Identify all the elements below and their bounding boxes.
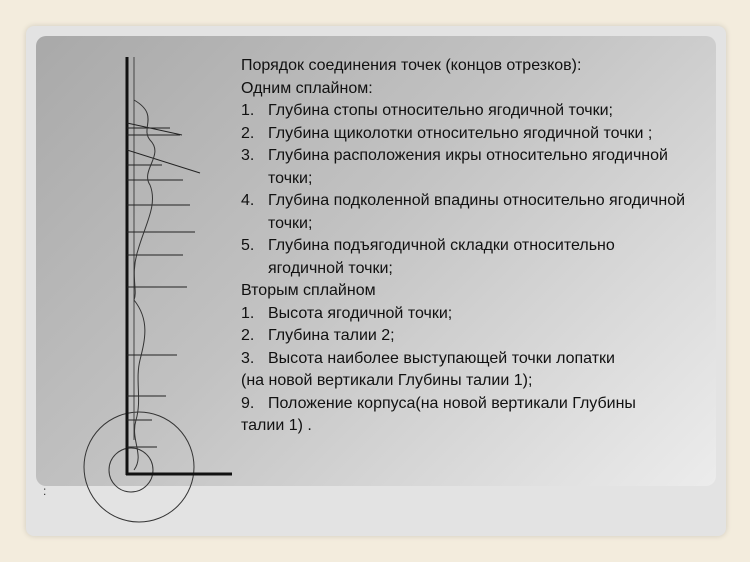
list-item: 2.Глубина щиколотки относительно ягодичн… xyxy=(241,124,653,142)
list-item-continuation: ягодичной точки; xyxy=(268,259,393,277)
heading: Порядок соединения точек (концов отрезко… xyxy=(241,57,582,74)
small-circle xyxy=(108,447,154,493)
list-item: 5.Глубина подъягодичной складки относите… xyxy=(241,237,615,254)
list-note: (на новой вертикали Глубины талии 1); xyxy=(241,372,533,389)
list-item-continuation: точки; xyxy=(268,169,313,187)
list-item: 3.Высота наиболее выступающей точки лопа… xyxy=(241,349,615,367)
list-item: 3.Глубина расположения икры относительно… xyxy=(241,147,668,164)
list-item: 4.Глубина подколенной впадины относитель… xyxy=(241,192,686,209)
slide-text: Порядок соединения точек (концов отрезко… xyxy=(241,55,750,438)
list-item-continuation: точки; xyxy=(268,214,313,232)
spline-curve-1 xyxy=(133,99,156,301)
list-item: 1.Высота ягодичной точки; xyxy=(241,304,453,322)
large-arc-circle xyxy=(83,411,195,523)
spline2-title: Вторым сплайном xyxy=(241,282,376,299)
spline1-title: Одним сплайном: xyxy=(241,79,373,97)
list-note: талии 1) . xyxy=(241,417,312,434)
list-item: 1.Глубина стопы относительно ягодичной т… xyxy=(241,102,613,119)
list-item: 9.Положение корпуса(на новой вертикали Г… xyxy=(241,394,636,412)
spline-curve-2 xyxy=(133,299,146,471)
corner-mark: : xyxy=(43,484,47,498)
slide-panel xyxy=(36,36,716,486)
list-item: 2.Глубина талии 2; xyxy=(241,327,395,344)
depth-segments xyxy=(126,122,201,448)
